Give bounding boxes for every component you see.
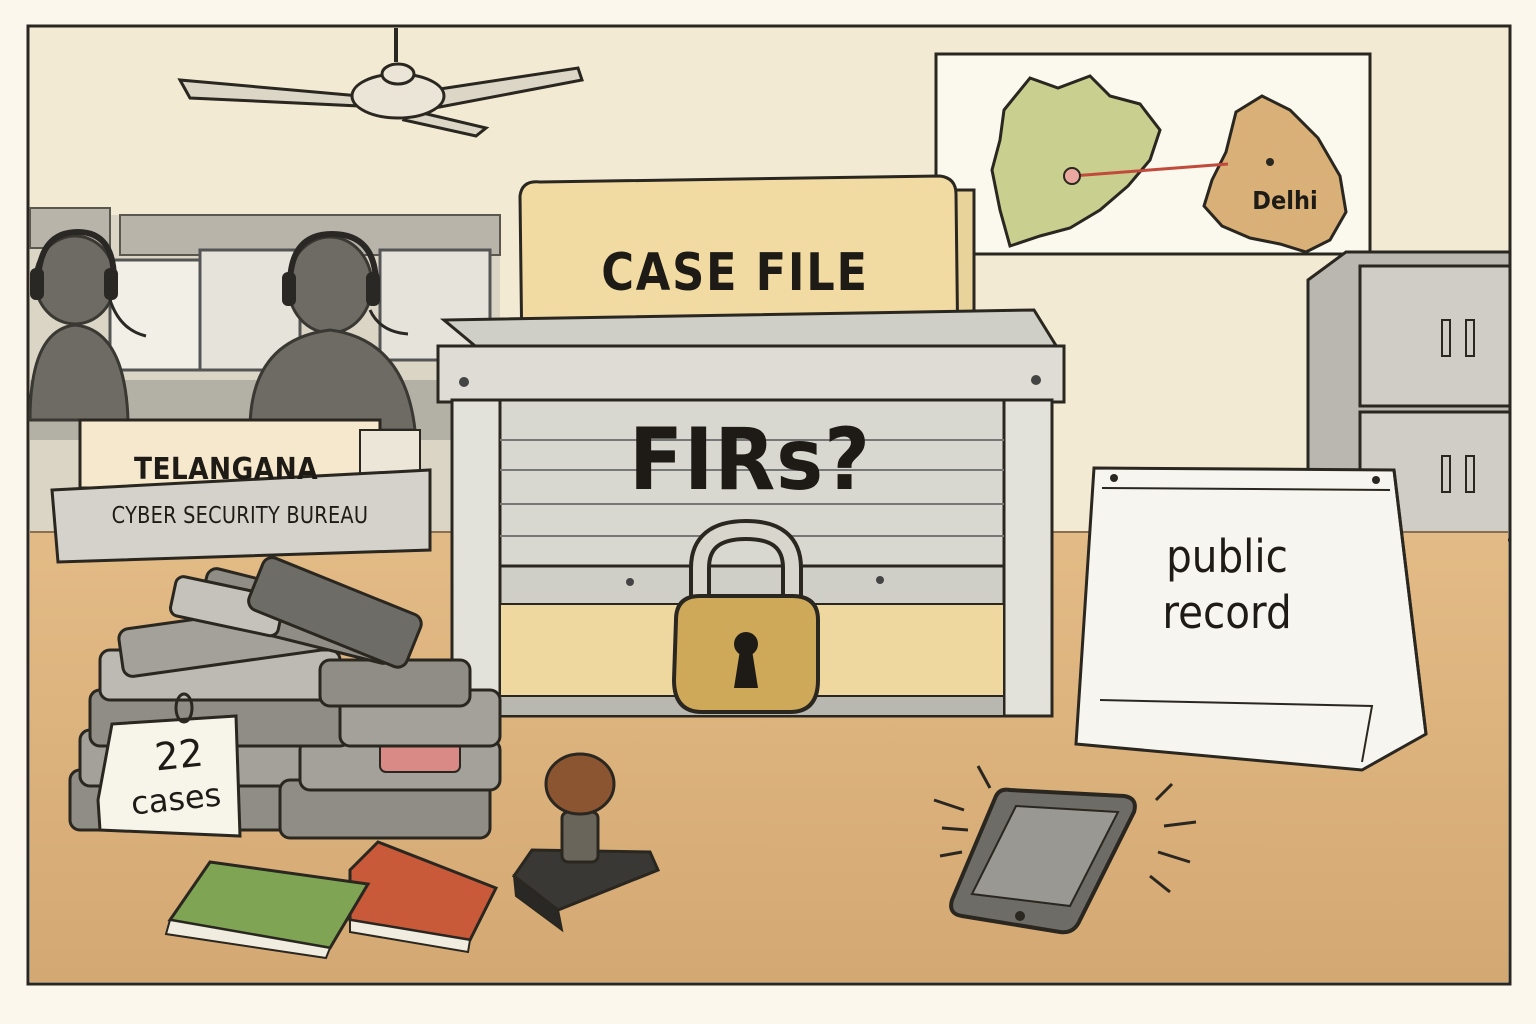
evidence-crate bbox=[436, 308, 1066, 718]
headset-icon bbox=[35, 228, 117, 281]
bureau-tray bbox=[50, 418, 432, 564]
crate-label: FIRs? bbox=[628, 410, 871, 510]
notebook-icon bbox=[164, 840, 499, 960]
ceiling-fan-icon bbox=[177, 28, 584, 138]
bureau-subtitle-label: CYBER SECURITY BUREAU bbox=[111, 503, 369, 529]
telangana-map-shape bbox=[990, 74, 1162, 248]
map-city-label: Delhi bbox=[1252, 186, 1318, 215]
bureau-name-label: TELANGANA bbox=[133, 452, 318, 487]
sign-text-line2: record bbox=[1162, 586, 1292, 639]
rubber-stamp-icon bbox=[511, 752, 661, 933]
delhi-map-shape bbox=[1202, 94, 1348, 254]
headset-icon bbox=[287, 230, 379, 286]
sign-text-line1: public bbox=[1166, 530, 1288, 583]
operator-right bbox=[248, 230, 417, 432]
phone-pile bbox=[68, 556, 502, 840]
filing-cabinet bbox=[1306, 250, 1512, 542]
operator-left bbox=[28, 228, 147, 422]
case-count-tag bbox=[96, 692, 242, 838]
padlock-icon bbox=[671, 518, 820, 714]
wall-map bbox=[934, 52, 1372, 256]
smartphone-icon bbox=[933, 765, 1197, 935]
case-file-title: CASE FILE bbox=[601, 243, 869, 303]
public-record-sign bbox=[1074, 466, 1428, 772]
